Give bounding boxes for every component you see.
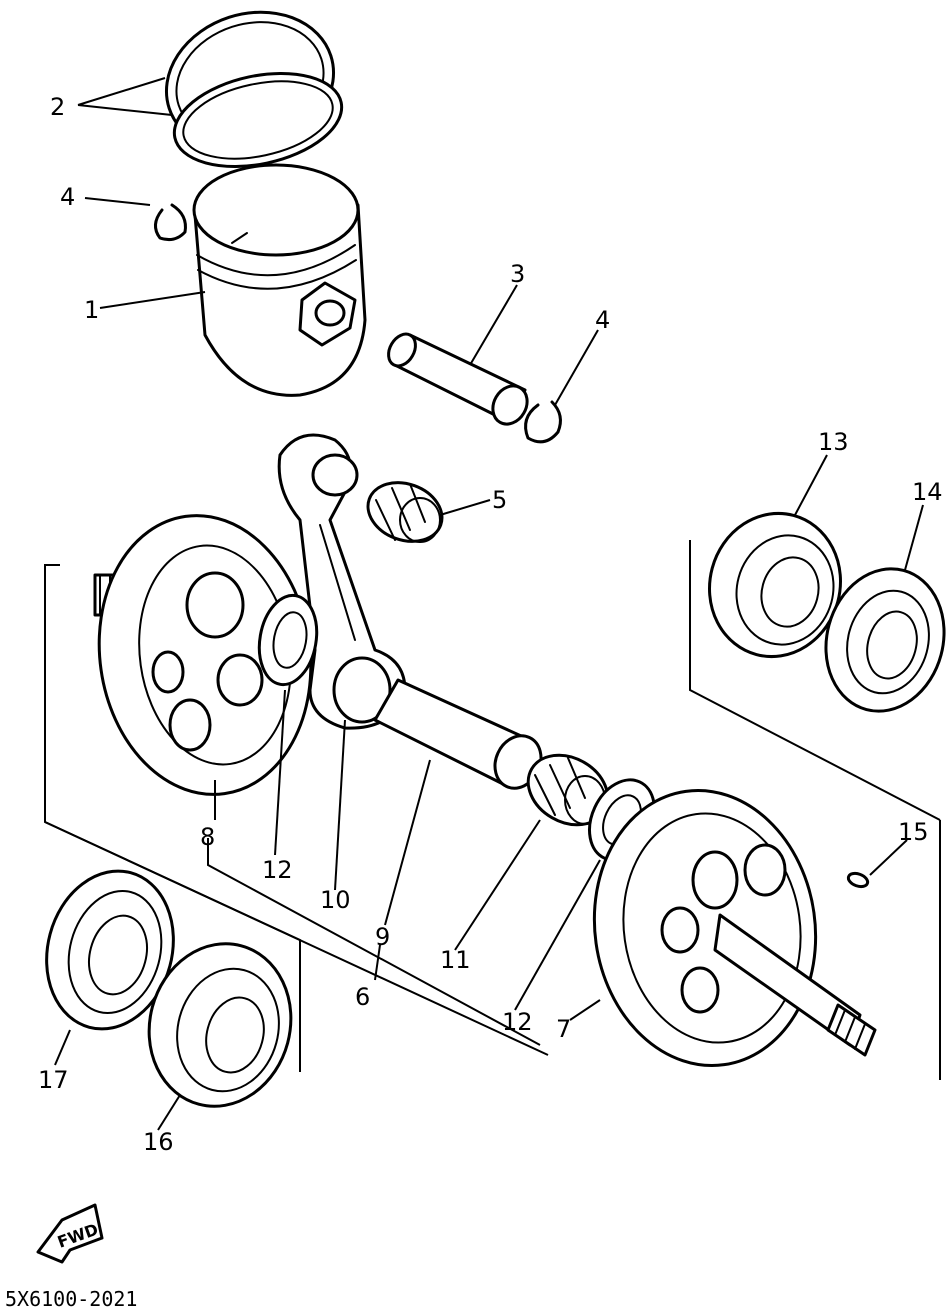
callout-4b: 4 [595, 306, 610, 334]
callout-11: 11 [440, 946, 471, 974]
callout-7: 7 [556, 1015, 571, 1043]
fwd-arrow-icon: FWD [36, 1203, 104, 1264]
leader-lines [54, 77, 924, 1131]
callout-4a: 4 [60, 183, 75, 211]
callout-3: 3 [510, 260, 525, 288]
callout-labels: 1 2 3 4 4 5 6 7 8 9 10 11 12 12 13 14 15… [38, 93, 943, 1156]
thrust-washer-left [257, 593, 319, 687]
piston [192, 163, 367, 397]
callout-13: 13 [818, 428, 849, 456]
crank-pin [373, 678, 543, 790]
callout-10: 10 [320, 886, 351, 914]
callout-16: 16 [143, 1128, 174, 1156]
callout-8: 8 [200, 823, 215, 851]
piston-pin-clip-right [524, 400, 562, 444]
piston-rings [164, 10, 344, 169]
assembly-brackets [44, 540, 941, 1080]
callout-15: 15 [898, 818, 929, 846]
callout-17: 17 [38, 1066, 69, 1094]
piston-pin [387, 332, 529, 426]
diagram-code: 5X6100-2021 [5, 1287, 137, 1311]
bearing-left [147, 942, 293, 1108]
callout-14: 14 [912, 478, 943, 506]
piston-pin-clip-left [154, 203, 187, 241]
crank-wheel-left [93, 514, 313, 796]
callout-12b: 12 [502, 1008, 533, 1036]
callout-2: 2 [50, 93, 65, 121]
bearing-right [708, 511, 842, 659]
callout-5: 5 [492, 486, 507, 514]
oil-seal-right [824, 567, 946, 713]
callout-9: 9 [375, 923, 390, 951]
small-end-bearing [366, 481, 444, 543]
callout-6: 6 [355, 983, 370, 1011]
woodruff-key [846, 871, 870, 889]
crank-wheel-right [592, 788, 877, 1068]
callout-12a: 12 [262, 856, 293, 884]
connecting-rod [277, 433, 407, 730]
oil-seal-left [45, 869, 175, 1031]
callout-1: 1 [84, 296, 99, 324]
